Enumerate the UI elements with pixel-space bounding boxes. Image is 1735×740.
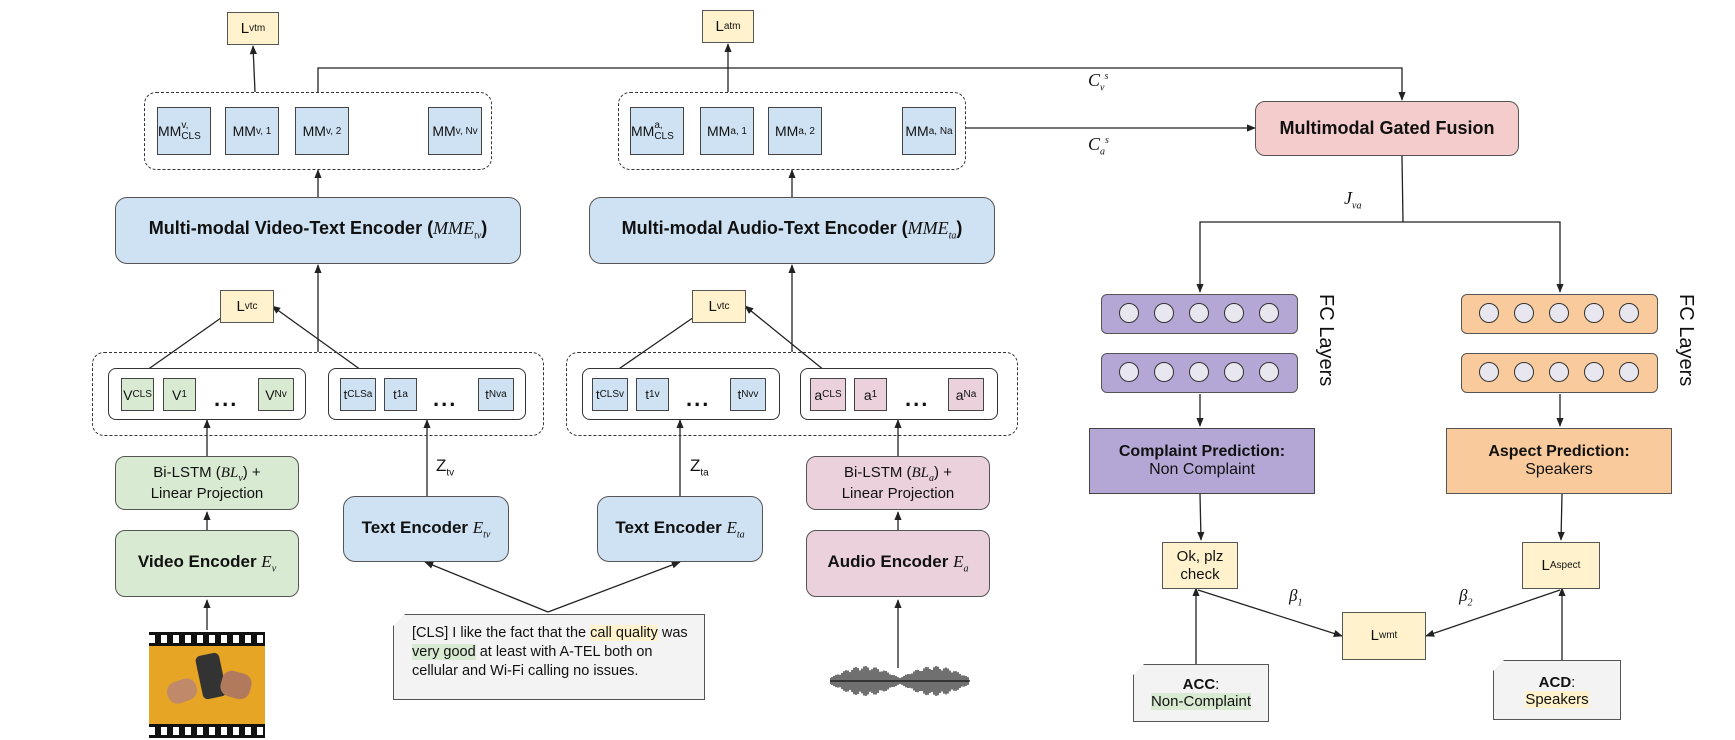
note-fold	[1493, 660, 1504, 671]
aspect-prediction: Aspect Prediction: Speakers	[1446, 428, 1672, 494]
acd-note: ACD: Speakers	[1493, 660, 1621, 720]
fc-layer-aspect-1	[1461, 294, 1658, 334]
multimodal-gated-fusion: Multimodal Gated Fusion	[1255, 101, 1519, 156]
z-ta-label: Zta	[690, 456, 709, 479]
note-fold	[393, 614, 405, 626]
z-tv-label: Ztv	[436, 456, 455, 479]
arrow-acls-to-lvtc	[744, 305, 831, 376]
video-text-token-group	[92, 352, 544, 436]
arrow-tcls-to-lvtc	[271, 305, 369, 376]
arrow-mm-video-to-fusion	[317, 67, 1406, 101]
beta2-label: β2	[1459, 586, 1473, 609]
hand-icon	[164, 675, 200, 707]
video-encoder: Video Encoder Ev	[115, 530, 299, 597]
video-frame-scene	[149, 646, 265, 724]
arrow-laspect-to-lwmt	[1425, 589, 1561, 637]
fc-layers-label-aspect: FC Layers	[1675, 294, 1697, 387]
fusion-output-line	[1401, 155, 1404, 223]
video-frame-image	[149, 632, 265, 738]
arrow-text-to-text-encoder-tv	[424, 561, 549, 613]
ellipsis: ...	[433, 386, 458, 411]
arrow-fusion-to-complaint-fc	[1196, 221, 1403, 293]
mm-video-token-group	[144, 92, 492, 170]
mme-video-text-encoder: Multi-modal Video-Text Encoder (MMEtv)	[115, 197, 521, 264]
bilstm-video: Bi-LSTM (BLv) + Linear Projection	[115, 456, 299, 510]
bilstm-audio: Bi-LSTM (BLa) + Linear Projection	[806, 456, 990, 510]
film-strip-bottom	[149, 727, 265, 735]
ca-label: Cas	[1088, 134, 1109, 158]
fc-layer-complaint-1	[1101, 294, 1298, 334]
ellipsis: ...	[214, 386, 239, 411]
mme-audio-text-encoder: Multi-modal Audio-Text Encoder (MMEta)	[589, 197, 995, 264]
text-encoder-tv: Text Encoder Etv	[343, 496, 509, 562]
beta1-label: β1	[1289, 586, 1303, 609]
fc-layer-complaint-2	[1101, 353, 1298, 393]
ellipsis: ...	[905, 386, 930, 411]
hand-icon	[218, 668, 254, 702]
arrow-complaint-to-lossbox	[1197, 493, 1205, 541]
arrow-aspect-to-laspect	[1557, 493, 1565, 541]
audio-encoder: Audio Encoder Ea	[806, 530, 990, 597]
complaint-loss-box: Ok, plz check	[1162, 542, 1238, 589]
ellipsis: ...	[686, 386, 711, 411]
fc-layers-label-complaint: FC Layers	[1315, 294, 1337, 387]
audio-text-token-group	[566, 352, 1018, 436]
audio-waveform-icon	[830, 666, 970, 696]
cv-label: Cvs	[1088, 70, 1109, 94]
arrow-lossbox-to-lwmt	[1197, 589, 1343, 637]
film-strip-top	[149, 635, 265, 643]
fc-layer-aspect-2	[1461, 353, 1658, 393]
text-encoder-ta: Text Encoder Eta	[597, 496, 763, 562]
mm-audio-token-group	[618, 92, 966, 170]
note-fold	[1133, 664, 1144, 675]
arrow-mm-v-cls-to-lvtm	[249, 45, 257, 93]
acc-note: ACC: Non-Complaint	[1133, 664, 1269, 722]
complaint-prediction: Complaint Prediction: Non Complaint	[1089, 428, 1315, 494]
arrow-fusion-to-aspect-fc	[1403, 221, 1564, 293]
jva-label: Jva	[1344, 188, 1362, 212]
input-text-note: [CLS] I like the fact that the call qual…	[393, 614, 705, 700]
arrow-text-to-text-encoder-ta	[547, 561, 681, 613]
